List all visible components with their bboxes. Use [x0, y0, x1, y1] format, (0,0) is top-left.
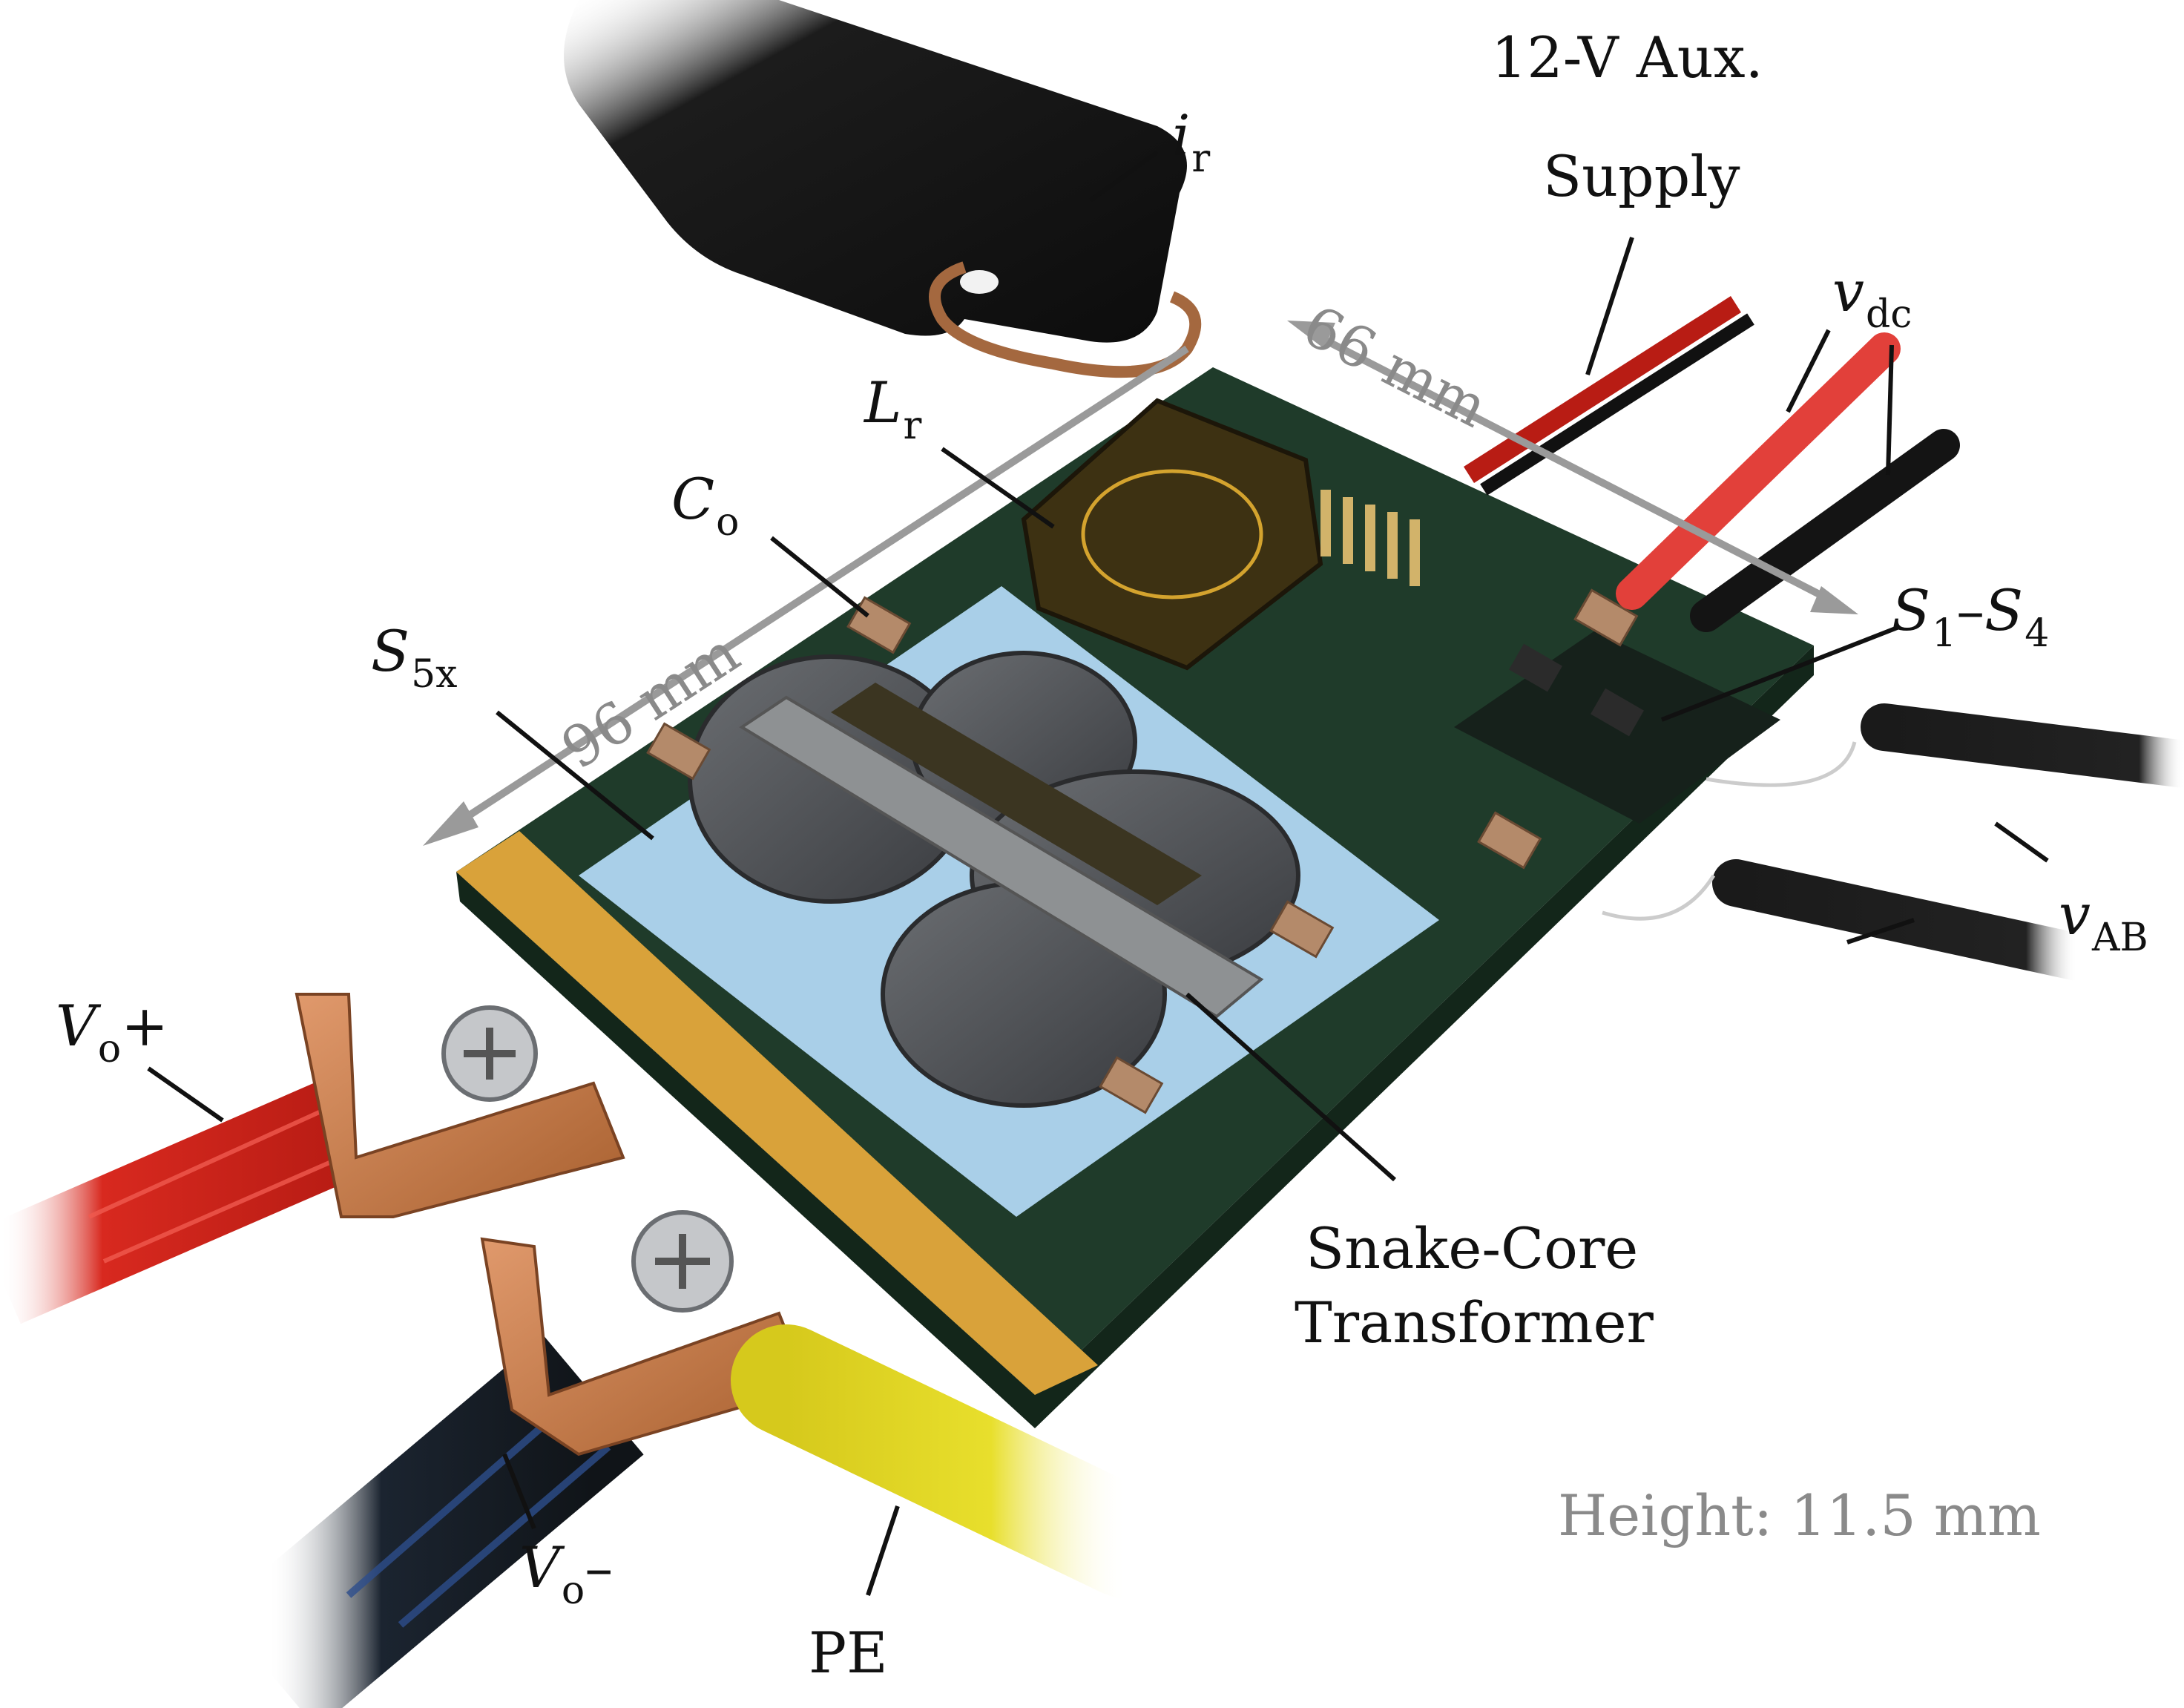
gold-edge — [456, 831, 1098, 1395]
label-snake-core-line1: Snake-Core — [1306, 1215, 1639, 1281]
label-vab: vAB — [2059, 881, 2148, 960]
probe-loop — [929, 261, 1202, 378]
aux-cable — [1464, 296, 1741, 483]
label-aux-supply-line1: 12-V Aux. — [1491, 24, 1763, 91]
pe-cable — [731, 1324, 1183, 1599]
vo-minus-cable — [217, 1335, 644, 1708]
label-s1-s4: S1–S4 — [1892, 577, 2050, 656]
label-snake-core-line2: Transformer — [1295, 1290, 1654, 1356]
label-vo-plus: Vo+ — [56, 993, 168, 1071]
vab-probe-lower — [1712, 859, 2101, 981]
vo-plus-cable — [0, 1080, 362, 1324]
label-vdc: vdc — [1832, 258, 1912, 337]
label-lr: Lr — [864, 369, 922, 448]
current-probe-clamp — [564, 0, 1187, 343]
label-pe: PE — [809, 1620, 888, 1686]
leader-lines — [147, 150, 2049, 1596]
label-aux-supply-line2: Supply — [1543, 143, 1740, 209]
vab-probe-upper — [1861, 703, 2184, 788]
label-s5x: S5x — [371, 618, 458, 697]
vdc-red-cable — [1616, 332, 1901, 610]
dim-arrow-66 — [1287, 321, 1858, 614]
clamp-bar — [739, 695, 1264, 1019]
vdc-black-cable — [1690, 429, 1960, 632]
dim-arrow-96 — [423, 345, 1189, 846]
label-ir: ir — [1172, 102, 1211, 181]
vo-plus-lug — [295, 993, 625, 1218]
label-co: Co — [671, 466, 740, 545]
resonant-inductor — [1021, 398, 1323, 671]
label-height: Height: 11.5 mm — [1558, 1482, 2041, 1548]
label-vo-minus: Vo– — [519, 1534, 614, 1613]
